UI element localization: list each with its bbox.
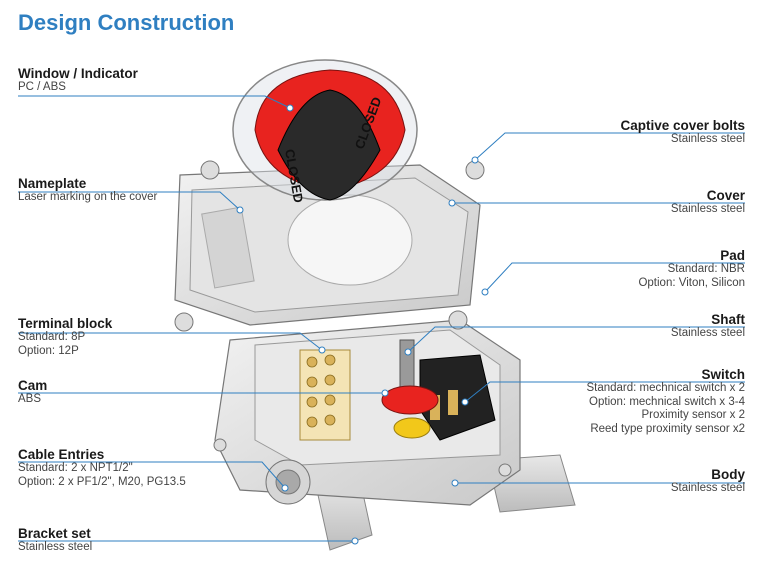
label-nameplate: Nameplate Laser marking on the cover xyxy=(18,176,157,205)
label-nameplate-name: Nameplate xyxy=(18,176,87,191)
label-switch-line: Option: mechnical switch x 3-4 xyxy=(589,395,745,408)
page-title: Design Construction xyxy=(18,10,235,35)
leader-lines-left xyxy=(18,95,389,545)
cam-shaft-drawing xyxy=(381,339,439,439)
terminal-block-drawing xyxy=(299,349,351,441)
label-bracket-name: Bracket set xyxy=(18,526,91,541)
label-terminal-line: Standard: 8P xyxy=(18,331,86,343)
label-cable-line: Option: 2 x PF1/2", M20, PG13.5 xyxy=(18,475,186,488)
label-window-name: Window / Indicator xyxy=(18,66,138,81)
label-cover-line: Stainless steel xyxy=(670,203,745,215)
label-terminal-line: Option: 12P xyxy=(18,344,79,357)
label-switch-line: Reed type proximity sensor x2 xyxy=(590,422,745,435)
label-shaft: Shaft Stainless steel xyxy=(671,312,745,341)
label-switch-line: Standard: mechnical switch x 2 xyxy=(586,382,745,394)
label-cable-line: Standard: 2 x NPT1/2" xyxy=(18,462,133,474)
label-shaft-line: Stainless steel xyxy=(670,327,745,339)
label-switch: Switch Standard: mechnical switch x 2 Op… xyxy=(586,367,745,436)
label-cam-line: ABS xyxy=(18,393,42,405)
cover-drawing xyxy=(174,160,485,332)
label-pad-name: Pad xyxy=(720,248,745,263)
label-pad-line: Standard: NBR xyxy=(667,263,745,275)
label-cable-entries: Cable Entries Standard: 2 x NPT1/2" Opti… xyxy=(18,447,186,489)
label-bracket-line: Stainless steel xyxy=(18,541,93,553)
label-switch-name: Switch xyxy=(701,367,745,382)
label-switch-line: Proximity sensor x 2 xyxy=(641,409,745,421)
label-nameplate-line: Laser marking on the cover xyxy=(18,191,158,203)
label-cable-name: Cable Entries xyxy=(18,447,105,462)
label-cam: Cam ABS xyxy=(18,378,47,407)
label-shaft-name: Shaft xyxy=(711,312,745,327)
label-pad: Pad Standard: NBR Option: Viton, Silicon xyxy=(638,248,745,290)
label-body-name: Body xyxy=(711,467,745,482)
leader-lines-right xyxy=(404,132,745,487)
label-body: Body Stainless steel xyxy=(671,467,745,496)
label-cover: Cover Stainless steel xyxy=(671,188,745,217)
label-cam-name: Cam xyxy=(18,378,48,393)
label-captive-cover-bolts: Captive cover bolts Stainless steel xyxy=(620,118,745,147)
label-bolts-name: Captive cover bolts xyxy=(620,118,745,133)
label-terminal-block: Terminal block Standard: 8P Option: 12P xyxy=(18,316,112,358)
label-body-line: Stainless steel xyxy=(670,482,745,494)
label-terminal-name: Terminal block xyxy=(18,316,113,331)
label-window-line: PC / ABS xyxy=(18,81,66,93)
label-bracket-set: Bracket set Stainless steel xyxy=(18,526,92,555)
label-pad-line: Option: Viton, Silicon xyxy=(638,276,745,289)
label-cover-name: Cover xyxy=(706,188,745,203)
label-bolts-line: Stainless steel xyxy=(670,133,745,145)
label-window-indicator: Window / Indicator PC / ABS xyxy=(18,66,138,95)
